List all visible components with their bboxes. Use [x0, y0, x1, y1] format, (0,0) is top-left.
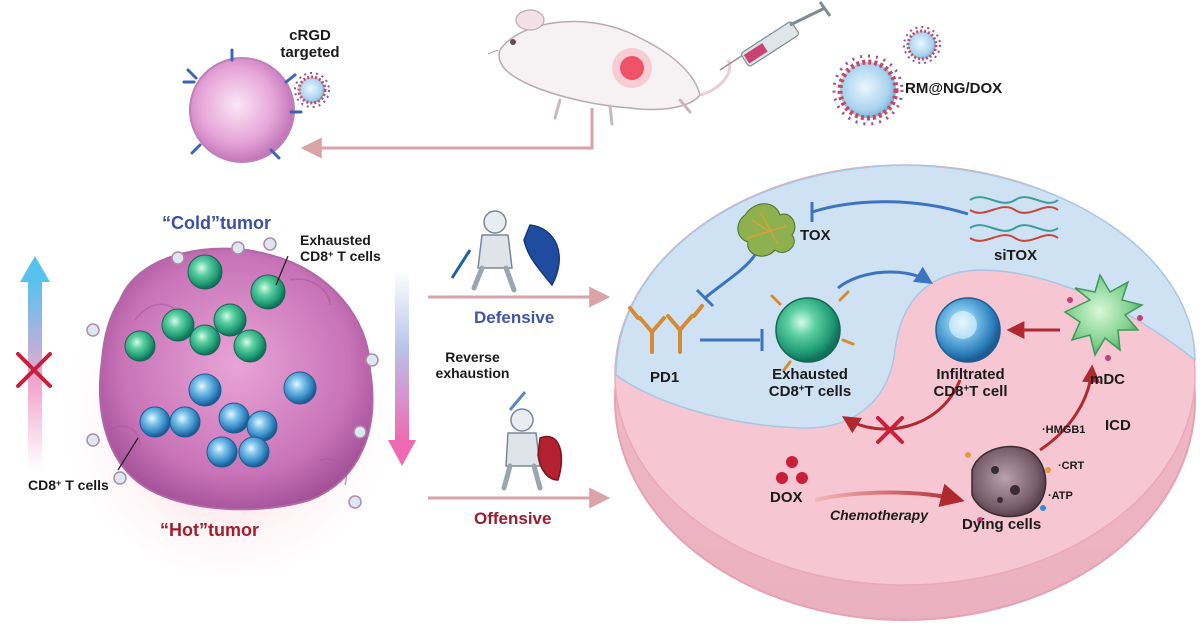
dna-icon — [969, 196, 1059, 242]
exhausted-panel-label: Exhausted CD8+T cells — [755, 366, 865, 401]
exhausted-sup: + — [328, 248, 334, 259]
small-nanogels — [86, 237, 379, 509]
cold-tumor-label: “Cold”tumor — [162, 213, 271, 233]
exhausted-cd8: CD8 — [300, 247, 329, 264]
sitox-inhibits-tox — [811, 200, 969, 216]
t-cell-icon-infiltrated — [935, 297, 1001, 363]
inhibit-bar-pd1 — [695, 288, 715, 308]
dox-molecule-icon — [776, 456, 808, 484]
exhausted-tcells: T cells — [333, 247, 381, 264]
mouse-icon — [487, 9, 732, 126]
exh-panel-tcells: T cells — [804, 382, 852, 400]
exhausted-leader-line — [275, 255, 289, 286]
t-cell-icon-exhausted — [770, 290, 855, 372]
exhaustion-return-arrow — [841, 379, 962, 434]
inf-line1: Infiltrated — [936, 366, 1005, 383]
exhaustion-text: exhaustion — [435, 364, 510, 381]
inf-cd8: CD8 — [933, 382, 964, 400]
crgd-label: cRGD targeted — [275, 27, 345, 62]
inf-line2: CD8+T cell — [918, 382, 1023, 401]
hmgb1-label: ·HMGB1 — [1042, 424, 1086, 436]
cross-mark-icon-blocked — [876, 416, 904, 444]
mechanism-disk — [614, 164, 1196, 621]
tcell-reactivation-arrow — [837, 266, 934, 290]
cd8-text: CD8 — [28, 477, 57, 493]
icd-arrow — [1039, 364, 1101, 452]
reverse-exhaustion-arrow — [388, 270, 416, 466]
cd8-leader-line — [117, 437, 139, 471]
targeted-text: targeted — [280, 43, 340, 61]
dying-cells-label: Dying cells — [962, 516, 1042, 533]
knight-sword-red-icon — [501, 391, 563, 491]
defensive-label: Defensive — [474, 308, 555, 327]
reverse-exhaustion-label: Reverse exhaustion — [420, 349, 525, 381]
exhausted-tcells-label: Exhausted CD8+ T cells — [300, 232, 381, 265]
knight-shield-blue-icon — [450, 210, 560, 293]
antibody-icon — [628, 304, 704, 354]
chemotherapy-arrow — [814, 483, 965, 507]
rmngdox-label: RM@NG/DOX — [905, 80, 1003, 97]
exhausted-line2: CD8+ T cells — [300, 247, 381, 265]
syringe-icon — [719, 1, 832, 71]
dying-cell-icon — [965, 445, 1051, 523]
protein-icon — [737, 203, 796, 257]
delivery-arrow — [300, 108, 594, 159]
reverse-text: Reverse — [445, 349, 500, 365]
crgd-text: cRGD — [289, 27, 331, 44]
nanogel-icon-large — [832, 54, 904, 126]
dox-label: DOX — [770, 489, 803, 506]
inf-tcell: T cell — [969, 382, 1008, 400]
exhausted-line1: Exhausted — [300, 232, 371, 248]
exh-panel-sup: + — [798, 383, 805, 395]
cd8-tcells-label: CD8+ T cells — [28, 477, 109, 494]
atp-label: ·ATP — [1048, 490, 1073, 502]
mdc-label: mDC — [1090, 371, 1126, 388]
cd8-sup: + — [56, 477, 62, 488]
sitox-label: siTOX — [994, 247, 1038, 264]
icd-label: ICD — [1105, 417, 1131, 434]
exh-panel-cd8: CD8 — [768, 382, 799, 400]
dendritic-cell-icon — [1063, 273, 1144, 361]
exh-panel-line1: Exhausted — [772, 366, 848, 383]
hot-to-cold-arrow — [20, 256, 50, 470]
nanogel-icon-small — [903, 26, 941, 64]
offensive-label: Offensive — [474, 509, 552, 528]
inf-sup: + — [963, 383, 970, 395]
crt-label: ·CRT — [1058, 460, 1085, 472]
infiltrated-label: Infiltrated CD8+T cell — [918, 366, 1023, 401]
cross-mark-icon — [16, 352, 52, 388]
hot-tumor-label: “Hot”tumor — [160, 520, 259, 540]
targeted-cell-icon — [182, 48, 330, 163]
pd1-label: PD1 — [650, 369, 680, 386]
infiltrated-t-cells-group — [139, 371, 317, 468]
tox-label: TOX — [800, 227, 831, 244]
tox-inhibits-pd1 — [704, 254, 757, 300]
tumor-icon — [99, 247, 374, 511]
chemotherapy-label: Chemotherapy — [830, 507, 929, 523]
cd8-tcells-text: T cells — [61, 477, 109, 493]
exh-panel-line2: CD8+T cells — [755, 382, 865, 401]
